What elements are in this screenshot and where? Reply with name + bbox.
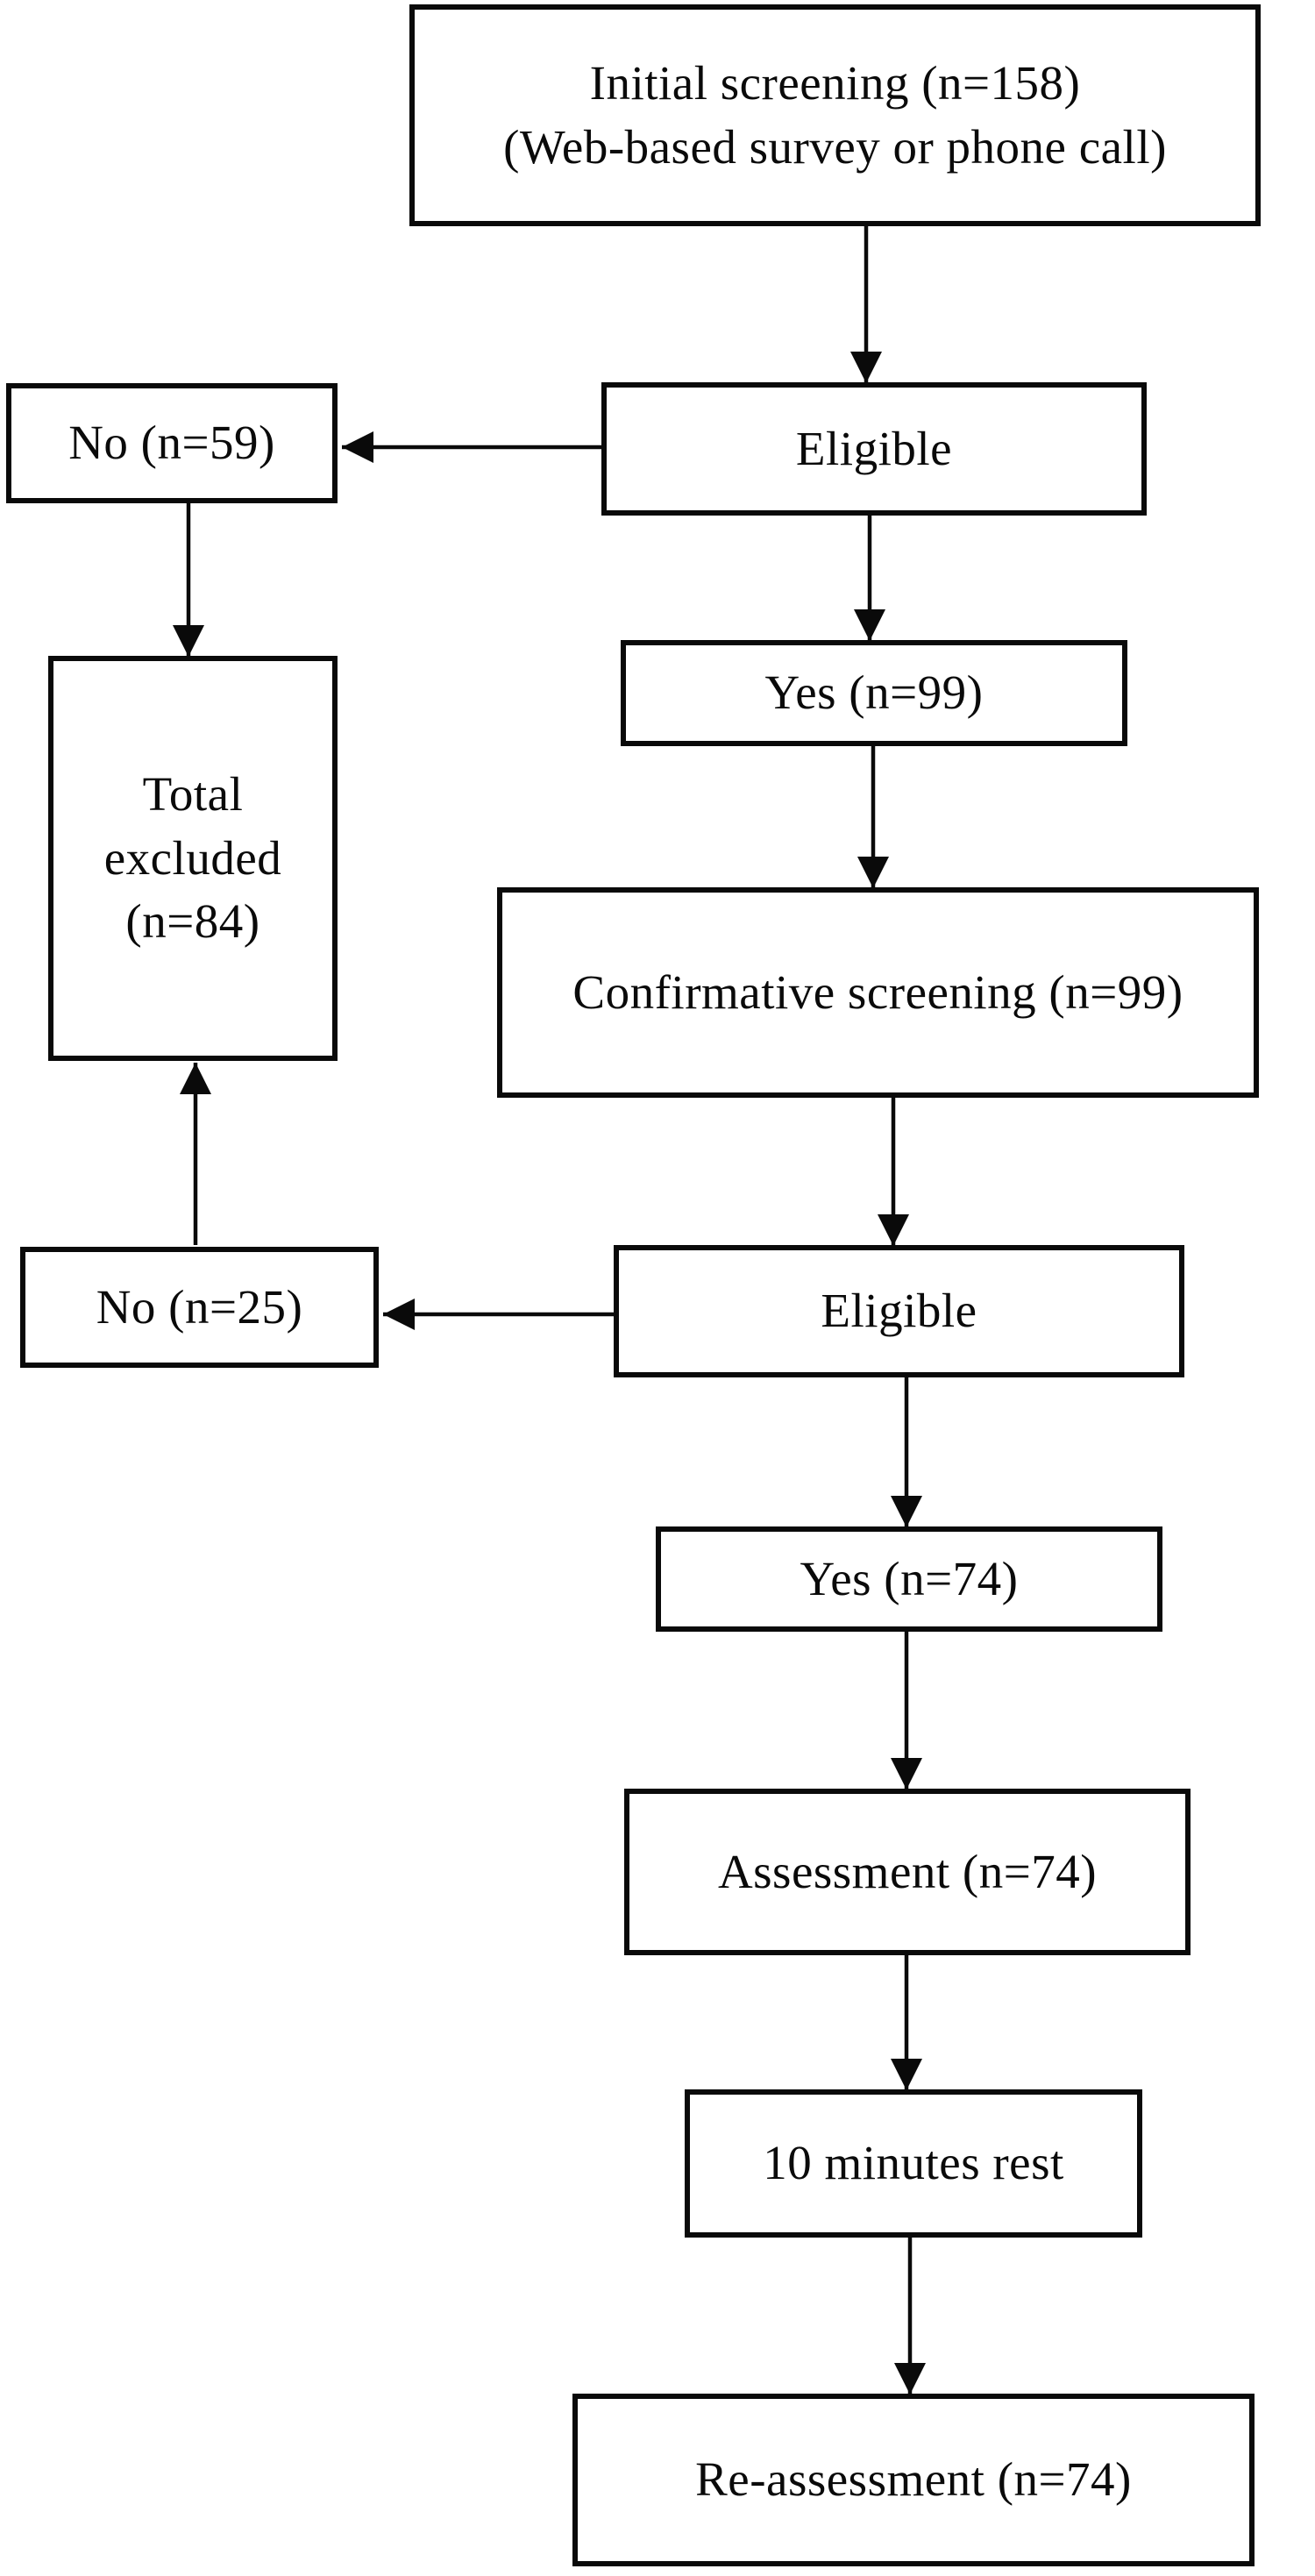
node-confirmative-screening: Confirmative screening (n=99)	[497, 887, 1259, 1098]
node-confirmative-screening-label: Confirmative screening (n=99)	[572, 964, 1184, 1019]
node-eligible-second: Eligible	[614, 1245, 1184, 1377]
node-ten-minutes-rest-label: 10 minutes rest	[763, 2136, 1064, 2190]
node-eligible-first-label: Eligible	[795, 421, 953, 475]
node-total-excluded-line-2: excluded	[103, 830, 282, 885]
node-ten-minutes-rest: 10 minutes rest	[685, 2089, 1142, 2238]
node-no-59-label: No (n=59)	[68, 416, 275, 470]
node-initial-screening: Initial screening (n=158) (Web-based sur…	[409, 4, 1261, 226]
node-eligible-second-label: Eligible	[821, 1284, 977, 1338]
node-re-assessment-label: Re-assessment (n=74)	[695, 2452, 1132, 2507]
node-no-25: No (n=25)	[20, 1247, 379, 1368]
node-no-25-label: No (n=25)	[96, 1279, 303, 1334]
node-total-excluded-line-3: (n=84)	[125, 894, 260, 949]
node-re-assessment: Re-assessment (n=74)	[572, 2394, 1255, 2566]
node-yes-74: Yes (n=74)	[656, 1526, 1162, 1632]
node-total-excluded-line-1: Total	[142, 767, 244, 822]
node-no-59: No (n=59)	[6, 383, 338, 503]
node-yes-99: Yes (n=99)	[621, 640, 1127, 746]
node-yes-99-label: Yes (n=99)	[764, 665, 984, 720]
node-total-excluded: Total excluded (n=84)	[48, 656, 338, 1061]
node-yes-74-label: Yes (n=74)	[800, 1551, 1019, 1605]
node-eligible-first: Eligible	[601, 382, 1147, 516]
node-assessment-label: Assessment (n=74)	[717, 1844, 1098, 1898]
node-initial-screening-line-1: Initial screening (n=158)	[589, 55, 1081, 110]
node-assessment: Assessment (n=74)	[624, 1789, 1191, 1955]
node-initial-screening-line-2: (Web-based survey or phone call)	[503, 119, 1167, 174]
